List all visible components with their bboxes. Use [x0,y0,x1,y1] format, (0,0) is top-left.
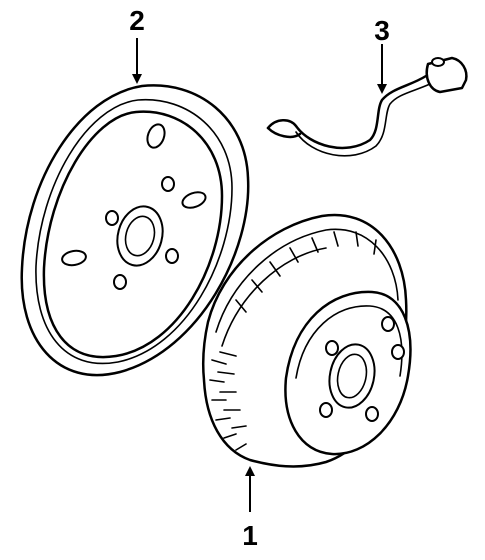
leader-lines [132,38,387,512]
part-3-sensor [266,56,468,157]
callout-3: 3 [374,15,390,46]
part-1-drum [201,213,412,468]
callout-2: 2 [129,5,145,36]
part-2-disc [20,84,250,377]
callout-1: 1 [242,520,258,551]
